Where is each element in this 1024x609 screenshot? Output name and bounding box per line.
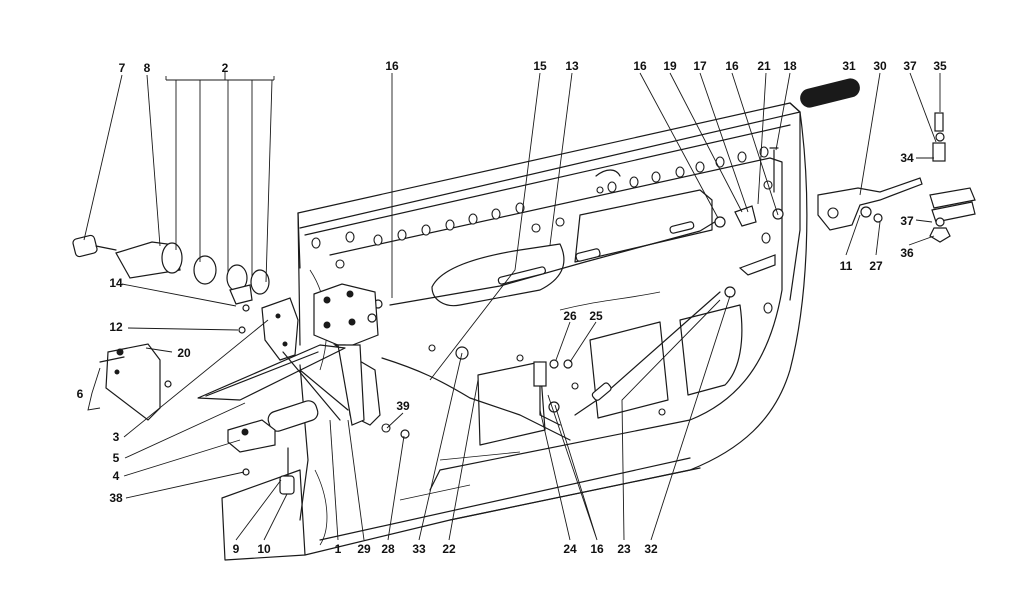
callout-10: 10 (257, 542, 271, 556)
callout-3: 3 (113, 430, 120, 444)
callout-26: 26 (563, 309, 577, 323)
callout-27: 27 (869, 259, 883, 273)
control-rods (373, 147, 784, 441)
callout-21: 21 (757, 59, 771, 73)
callout-35: 35 (933, 59, 947, 73)
callout-13: 13 (565, 59, 579, 73)
callout-38: 38 (109, 491, 123, 505)
callout-16-d: 16 (590, 542, 604, 556)
callout-36: 36 (900, 246, 914, 260)
callout-17: 17 (693, 59, 707, 73)
callout-20: 20 (177, 346, 191, 360)
callout-16-c: 16 (725, 59, 739, 73)
callout-16-a: 16 (385, 59, 399, 73)
callout-11: 11 (840, 259, 853, 273)
door-latch-assembly (313, 283, 391, 433)
callout-16-b: 16 (633, 59, 647, 73)
callout-24: 24 (563, 542, 577, 556)
door-inner-panel (221, 102, 808, 561)
callout-14: 14 (109, 276, 123, 290)
callout-39: 39 (396, 399, 410, 413)
callout-32: 32 (644, 542, 658, 556)
callout-23: 23 (617, 542, 631, 556)
door-check-strap (817, 177, 923, 231)
lock-lever-plate (261, 297, 299, 361)
callout-28: 28 (381, 542, 395, 556)
callout-6: 6 (77, 387, 84, 401)
callout-37-a: 37 (903, 59, 917, 73)
callout-5: 5 (113, 451, 120, 465)
callout-19: 19 (663, 59, 677, 73)
inner-handle-frame (197, 344, 349, 495)
hinge-fittings (929, 112, 976, 243)
handle-escutcheon (99, 343, 172, 421)
callout-15: 15 (533, 59, 547, 73)
callout-30: 30 (873, 59, 887, 73)
callout-9: 9 (233, 542, 240, 556)
callout-25: 25 (589, 309, 603, 323)
callout-8: 8 (144, 61, 151, 75)
callout-22: 22 (442, 542, 456, 556)
screw-12 (238, 326, 246, 334)
check-strap-boot (800, 78, 860, 108)
leader-lines (83, 72, 941, 541)
callout-2: 2 (222, 61, 229, 75)
callout-37-b: 37 (900, 214, 914, 228)
callout-4: 4 (113, 469, 120, 483)
callout-18: 18 (783, 59, 797, 73)
callout-12: 12 (109, 320, 123, 334)
callout-1: 1 (335, 542, 342, 556)
callout-7: 7 (119, 61, 126, 75)
callout-34: 34 (900, 151, 914, 165)
callout-labels: 7 8 2 16 15 13 16 19 17 16 21 18 31 30 3… (77, 59, 947, 556)
key-cylinder-parts (72, 234, 270, 312)
callout-33: 33 (412, 542, 426, 556)
callout-29: 29 (357, 542, 371, 556)
callout-31: 31 (842, 59, 856, 73)
bolt-28 (400, 429, 410, 439)
